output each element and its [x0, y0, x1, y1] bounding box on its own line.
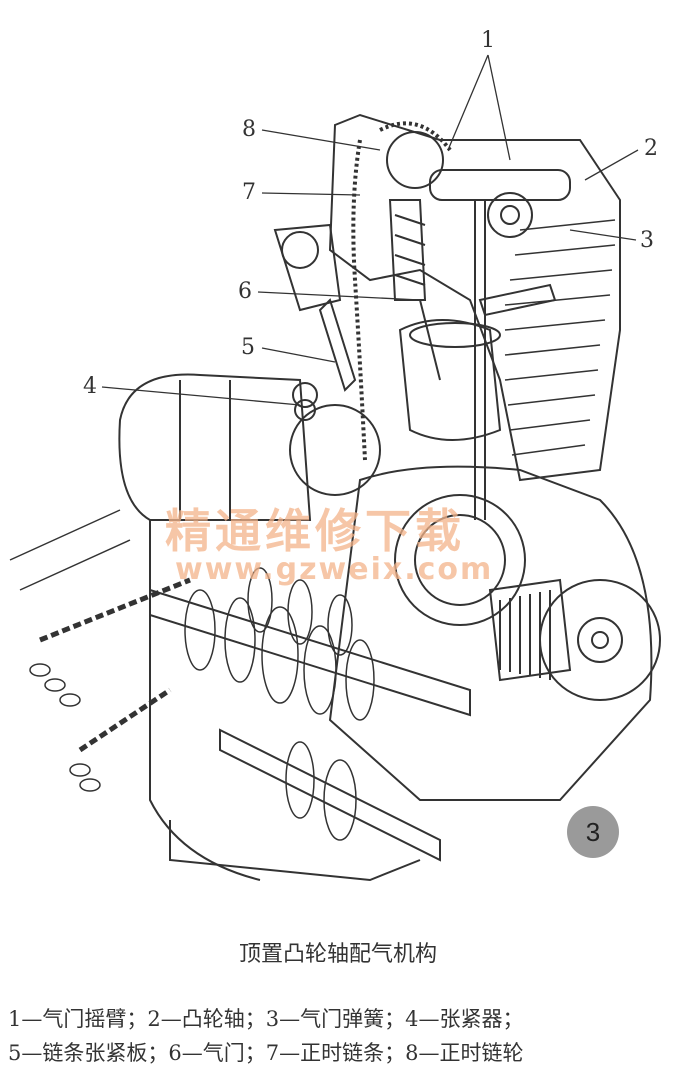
- watermark-url: www.gzweix.com: [175, 552, 494, 587]
- engine-valvetrain-illustration: [9, 54, 661, 882]
- callout-3: 3: [640, 228, 654, 253]
- legend-line-2: 5—链条张紧板；6—气门；7—正时链条；8—正时链轮: [8, 1041, 524, 1065]
- callout-6: 6: [238, 279, 252, 304]
- callout-2: 2: [644, 136, 658, 161]
- callout-7: 7: [242, 180, 256, 205]
- callout-1: 1: [481, 28, 495, 53]
- callout-4: 4: [83, 374, 97, 399]
- legend-line-1: 1—气门摇臂；2—凸轮轴；3—气门弹簧；4—张紧器；: [8, 1007, 524, 1031]
- figure-caption: 顶置凸轮轴配气机构: [238, 942, 437, 967]
- watermark-title: 精通维修下载: [165, 504, 465, 558]
- figure-number-badge: 3: [567, 806, 619, 858]
- callout-5: 5: [241, 335, 255, 360]
- callout-8: 8: [242, 117, 256, 142]
